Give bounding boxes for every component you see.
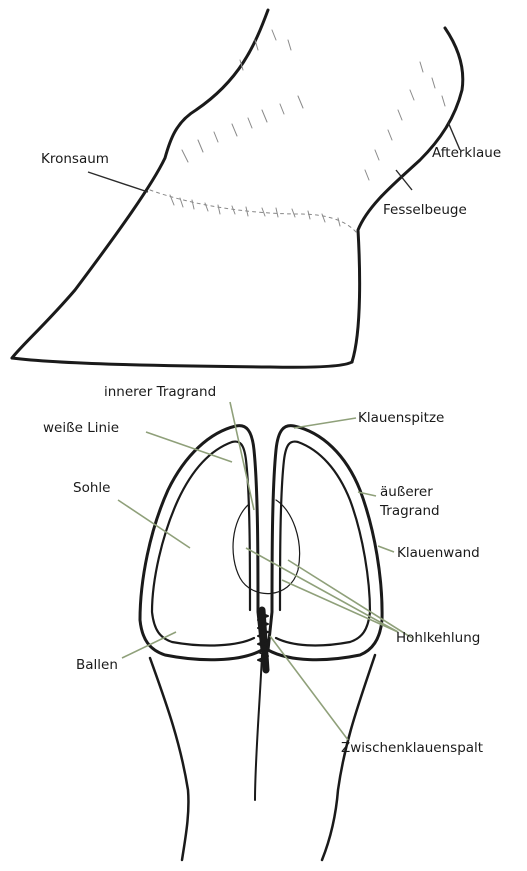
label-fesselbeuge: Fesselbeuge	[383, 202, 467, 218]
label-kronsaum: Kronsaum	[41, 151, 109, 167]
label-ballen: Ballen	[76, 657, 118, 673]
side-view-hoof	[12, 10, 463, 367]
klauenspitze-leader	[294, 418, 356, 428]
hair-strokes	[170, 30, 445, 226]
left-claw-inner	[152, 442, 254, 646]
label-aeusserer-tragrand-1: äußerer	[380, 484, 433, 500]
label-klauenwand: Klauenwand	[397, 545, 480, 561]
label-weisse-linie: weiße Linie	[43, 420, 119, 436]
label-aeusserer-tragrand-2: Tragrand	[380, 503, 440, 519]
leg-center-left	[255, 655, 262, 800]
hohlkehlung-leader-1	[246, 548, 398, 632]
heel-contour	[352, 28, 463, 362]
label-innerer-tragrand: innerer Tragrand	[104, 384, 216, 400]
kronsaum-leader	[88, 172, 148, 192]
sole-contour	[12, 358, 352, 367]
label-hohlkehlung: Hohlkehlung	[396, 630, 480, 646]
sole-view-claws	[140, 426, 382, 860]
right-claw-inner	[276, 442, 370, 646]
hohlkehlung-leader-3	[288, 560, 412, 638]
zwischenklauenspalt-leader	[270, 636, 348, 740]
coronary-hair-line	[150, 190, 356, 232]
innerer-tragrand-leader	[230, 402, 254, 510]
side-view-leaders	[88, 122, 460, 192]
hohlkehlung-oval	[233, 500, 300, 594]
front-contour	[12, 10, 268, 358]
leg-right	[322, 655, 375, 860]
label-zwischenklauenspalt: Zwischenklauenspalt	[341, 740, 483, 756]
klauenwand-leader	[378, 546, 394, 552]
label-afterklaue: Afterklaue	[432, 145, 501, 161]
label-klauenspitze: Klauenspitze	[358, 410, 444, 426]
sohle-leader	[118, 500, 190, 548]
leg-left	[150, 658, 188, 860]
label-sohle: Sohle	[73, 480, 110, 496]
